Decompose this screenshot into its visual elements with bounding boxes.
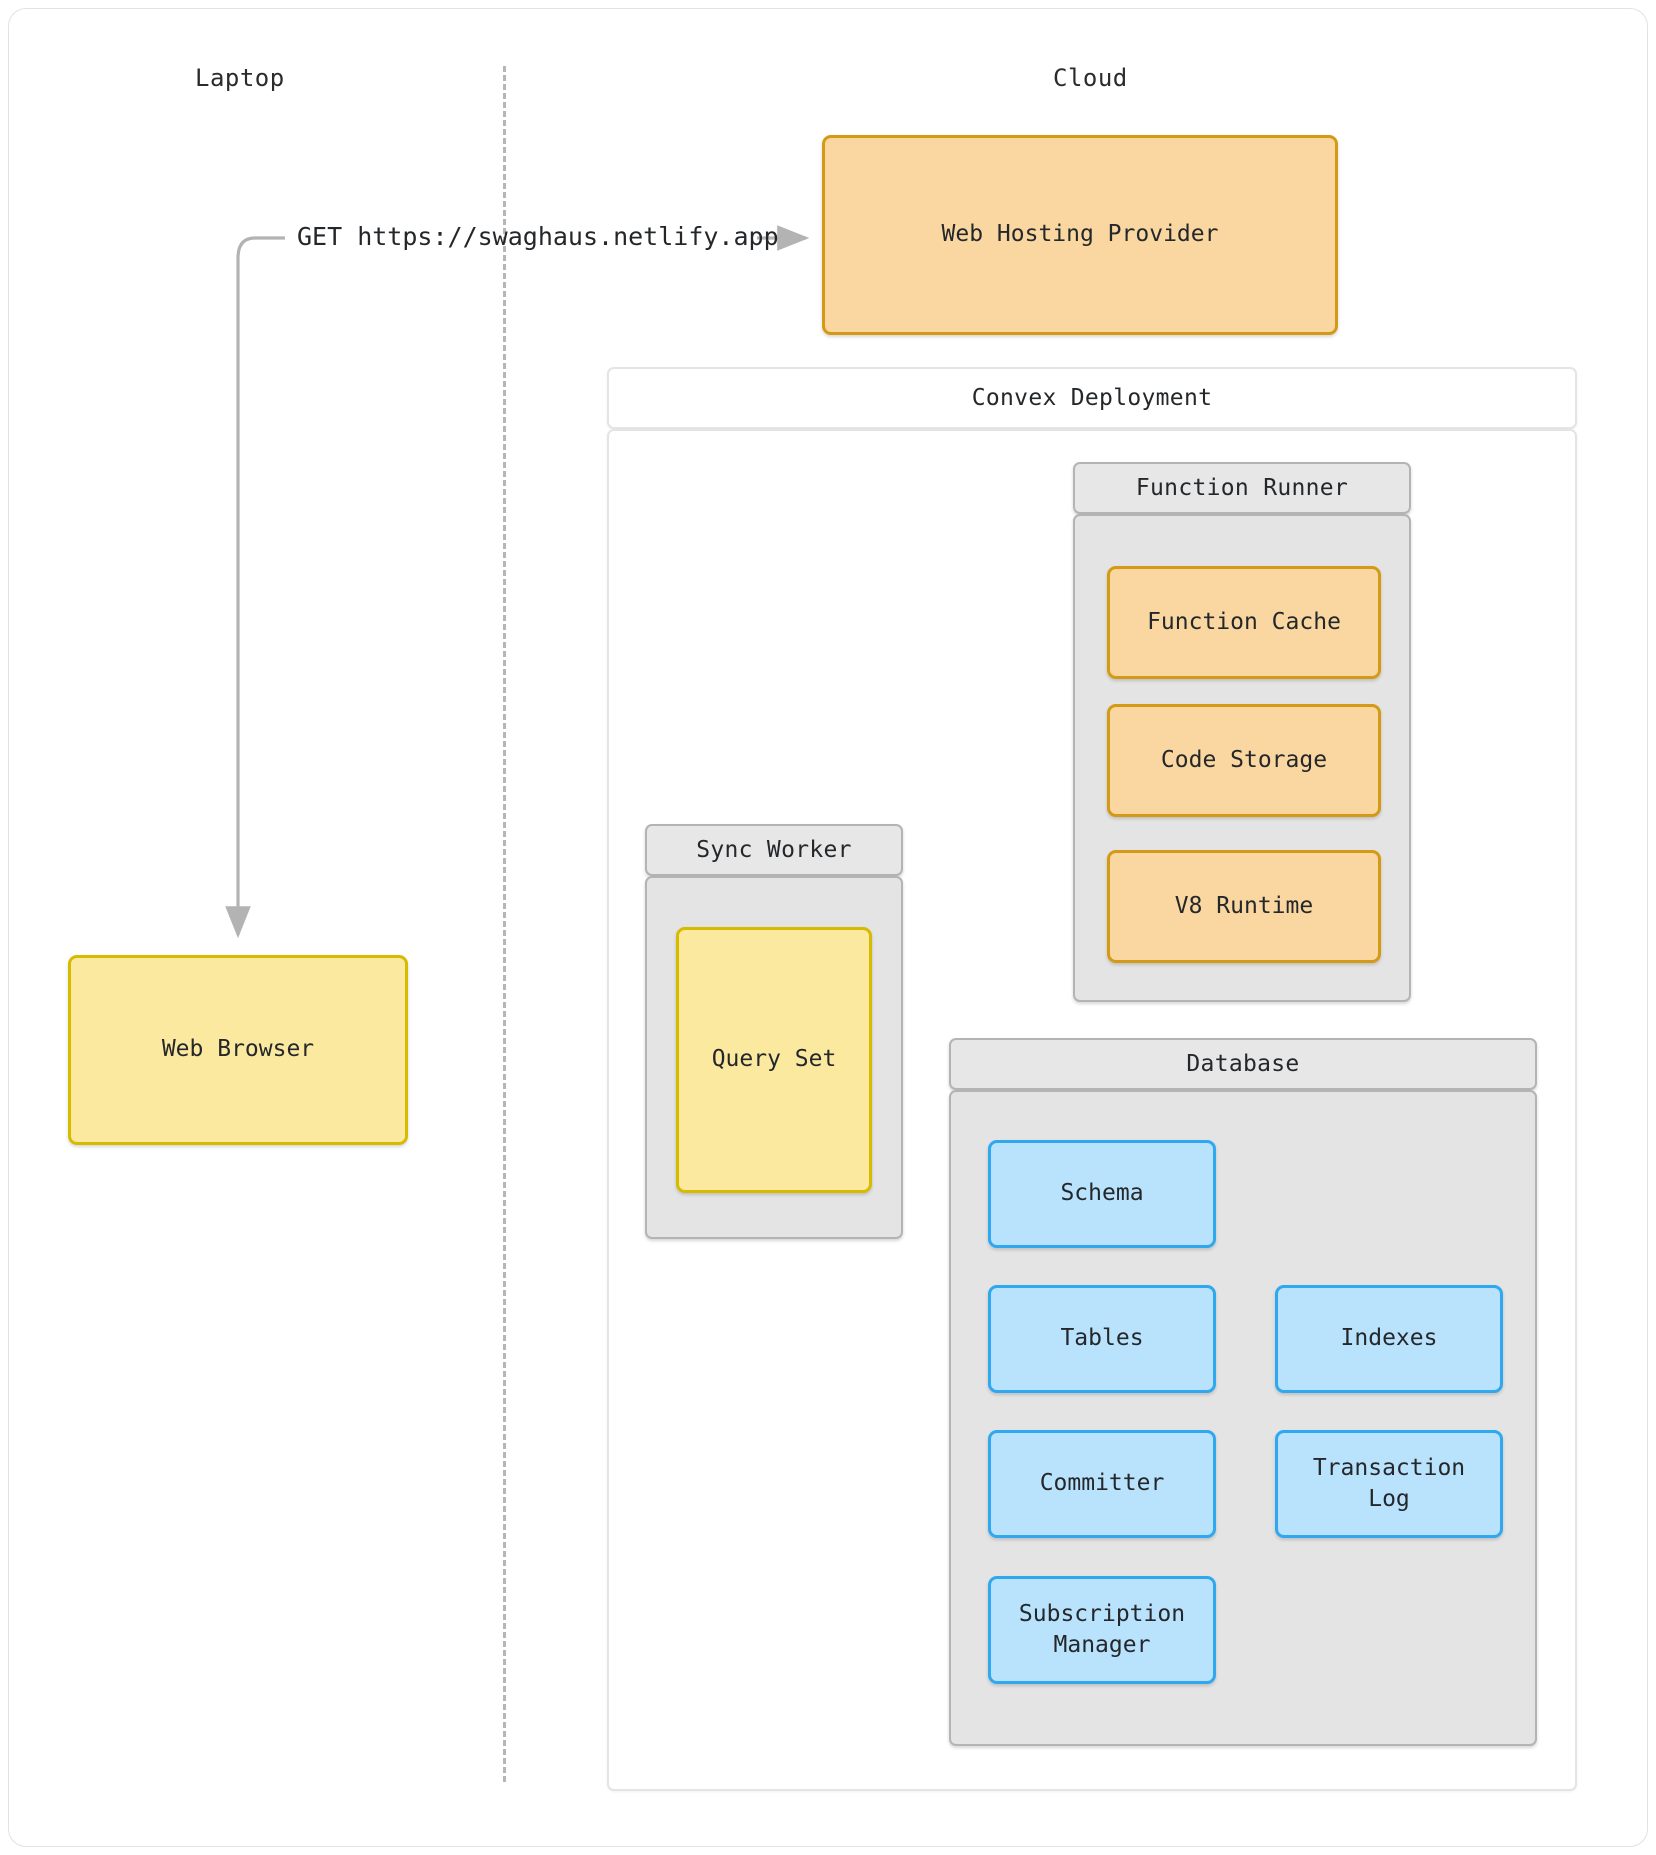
node-query-set[interactable]: Query Set <box>676 927 872 1193</box>
group-title-database: Database <box>949 1038 1537 1090</box>
node-committer[interactable]: Committer <box>988 1430 1216 1538</box>
node-transaction-log[interactable]: Transaction Log <box>1275 1430 1503 1538</box>
lane-divider <box>503 66 506 1782</box>
edge-label-get-request: GET https://swaghaus.netlify.app <box>297 222 779 251</box>
group-title-convex-deployment: Convex Deployment <box>607 367 1577 429</box>
node-web-hosting-provider[interactable]: Web Hosting Provider <box>822 135 1338 335</box>
node-subscription-manager[interactable]: Subscription Manager <box>988 1576 1216 1684</box>
lane-label-laptop: Laptop <box>195 64 285 92</box>
group-title-sync-worker: Sync Worker <box>645 824 903 876</box>
node-v8-runtime[interactable]: V8 Runtime <box>1107 850 1381 963</box>
lane-label-cloud: Cloud <box>1053 64 1128 92</box>
node-web-browser[interactable]: Web Browser <box>68 955 408 1145</box>
node-code-storage[interactable]: Code Storage <box>1107 704 1381 817</box>
node-tables[interactable]: Tables <box>988 1285 1216 1393</box>
node-indexes[interactable]: Indexes <box>1275 1285 1503 1393</box>
group-title-function-runner: Function Runner <box>1073 462 1411 514</box>
node-schema[interactable]: Schema <box>988 1140 1216 1248</box>
node-function-cache[interactable]: Function Cache <box>1107 566 1381 679</box>
